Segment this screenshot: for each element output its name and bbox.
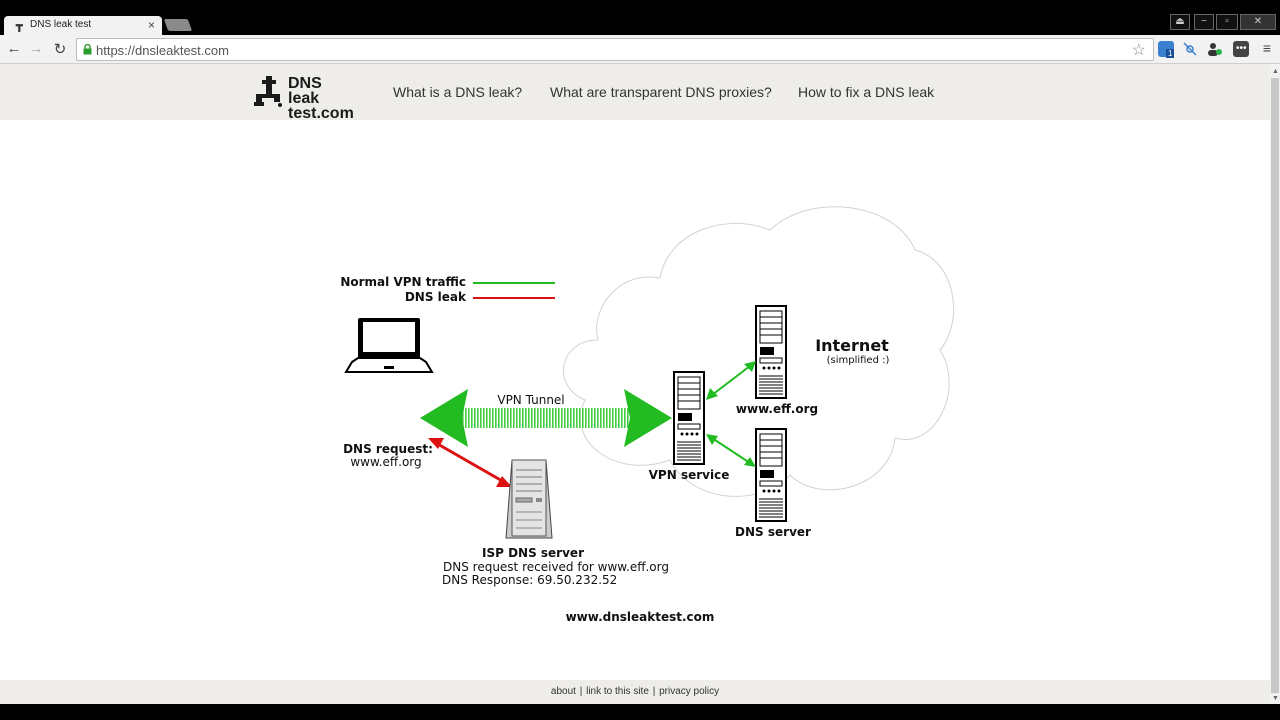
footer-link-to-site[interactable]: link to this site xyxy=(586,686,649,697)
new-tab-button[interactable] xyxy=(163,19,193,31)
browser-titlebar: ┳ DNS leak test × ⏏ − ▫ ✕ xyxy=(0,0,1280,35)
tunnel-arrow-left xyxy=(420,389,468,447)
dns-leak-arrowhead-2 xyxy=(496,476,512,487)
isp-title: ISP DNS server xyxy=(482,546,584,560)
close-window-button[interactable]: ✕ xyxy=(1240,14,1276,30)
site-footer: about | link to this site | privacy poli… xyxy=(0,680,1270,704)
nav-what-is-dns-leak[interactable]: What is a DNS leak? xyxy=(393,84,523,100)
isp-dns-server-icon xyxy=(505,459,553,539)
legend-leak-label: DNS leak xyxy=(405,290,467,304)
minimize-button[interactable]: − xyxy=(1194,14,1214,30)
dns-leak-diagram: Normal VPN traffic DNS leak DNS request:… xyxy=(340,206,955,624)
lock-icon xyxy=(83,44,92,55)
legend-vpn-label: Normal VPN traffic xyxy=(340,275,466,289)
extension-badge: 1 xyxy=(1166,49,1175,58)
lock-extension-icon[interactable]: 1 xyxy=(1158,41,1175,58)
logo-line-1: DNS leak xyxy=(288,75,322,107)
laptop-icon xyxy=(344,318,434,373)
tab-close-icon[interactable]: × xyxy=(147,18,155,32)
internet-subtitle: (simplified :) xyxy=(827,355,890,366)
isp-line-1: DNS request received for www.eff.org xyxy=(443,560,669,574)
tunnel-arrow-right xyxy=(624,389,672,447)
footer-separator: | xyxy=(652,686,656,697)
tab-title: DNS leak test xyxy=(30,19,92,30)
nav-transparent-dns-proxies[interactable]: What are transparent DNS proxies? xyxy=(550,84,772,100)
laptop-label-2: www.eff.org xyxy=(350,455,421,469)
vpn-to-dns-arrow xyxy=(706,434,756,467)
footer-about-link[interactable]: about xyxy=(550,686,576,697)
laptop-label-1: DNS request: xyxy=(343,442,433,456)
scrollbar-thumb[interactable] xyxy=(1271,78,1279,693)
profile-icon[interactable]: ⏏ xyxy=(1170,14,1190,30)
dns-leak-arrow xyxy=(435,441,505,484)
menu-extension-icon[interactable]: ••• xyxy=(1233,41,1249,57)
screen-bottom-bar xyxy=(0,704,1280,720)
page-scrollbar[interactable]: ▲ ▼ xyxy=(1270,64,1280,704)
network-extension-icon[interactable] xyxy=(1182,41,1198,57)
browser-toolbar: ← → ↻ https://dnsleaktest.com ☆ 1 ••• ≡ xyxy=(0,35,1280,64)
scroll-up-icon[interactable]: ▲ xyxy=(1272,68,1279,75)
scroll-down-icon[interactable]: ▼ xyxy=(1272,695,1279,702)
site-caption: www.dnsleaktest.com xyxy=(566,610,715,624)
back-icon[interactable]: ← xyxy=(6,40,22,57)
internet-title: Internet xyxy=(815,336,889,355)
site-header: DNS leak test.com What is a DNS leak? Wh… xyxy=(0,64,1270,122)
address-bar[interactable]: https://dnsleaktest.com ☆ xyxy=(76,38,1154,61)
vpn-service-label: VPN service xyxy=(649,468,730,482)
dns-server-label: DNS server xyxy=(735,525,811,539)
vpn-service-server-icon xyxy=(673,371,705,465)
dns-leak-arrowhead-1 xyxy=(428,438,444,449)
user-extension-icon[interactable] xyxy=(1206,41,1222,57)
web-page: DNS leak test.com What is a DNS leak? Wh… xyxy=(0,64,1270,704)
faucet-favicon-icon: ┳ xyxy=(16,20,23,32)
isp-line-2: DNS Response: 69.50.232.52 xyxy=(442,573,617,587)
forward-icon[interactable]: → xyxy=(28,40,44,57)
eff-server-icon xyxy=(755,305,787,399)
browser-tab[interactable]: ┳ DNS leak test × xyxy=(4,16,162,35)
footer-privacy-link[interactable]: privacy policy xyxy=(659,686,720,697)
vpn-to-eff-arrow xyxy=(706,361,756,400)
chrome-menu-icon[interactable]: ≡ xyxy=(1262,40,1272,56)
vpn-tunnel-bar xyxy=(458,408,638,428)
eff-server-label: www.eff.org xyxy=(736,402,818,416)
url-text: https://dnsleaktest.com xyxy=(96,43,229,58)
vpn-tunnel-label: VPN Tunnel xyxy=(497,393,564,407)
dns-server-icon xyxy=(755,428,787,522)
faucet-logo-icon xyxy=(254,76,282,107)
nav-how-to-fix[interactable]: How to fix a DNS leak xyxy=(798,84,935,100)
logo-line-2: test.com xyxy=(288,105,354,122)
reload-icon[interactable]: ↻ xyxy=(53,41,67,58)
footer-separator: | xyxy=(579,686,583,697)
maximize-button[interactable]: ▫ xyxy=(1216,14,1238,30)
bookmark-star-icon[interactable]: ☆ xyxy=(1131,42,1146,59)
